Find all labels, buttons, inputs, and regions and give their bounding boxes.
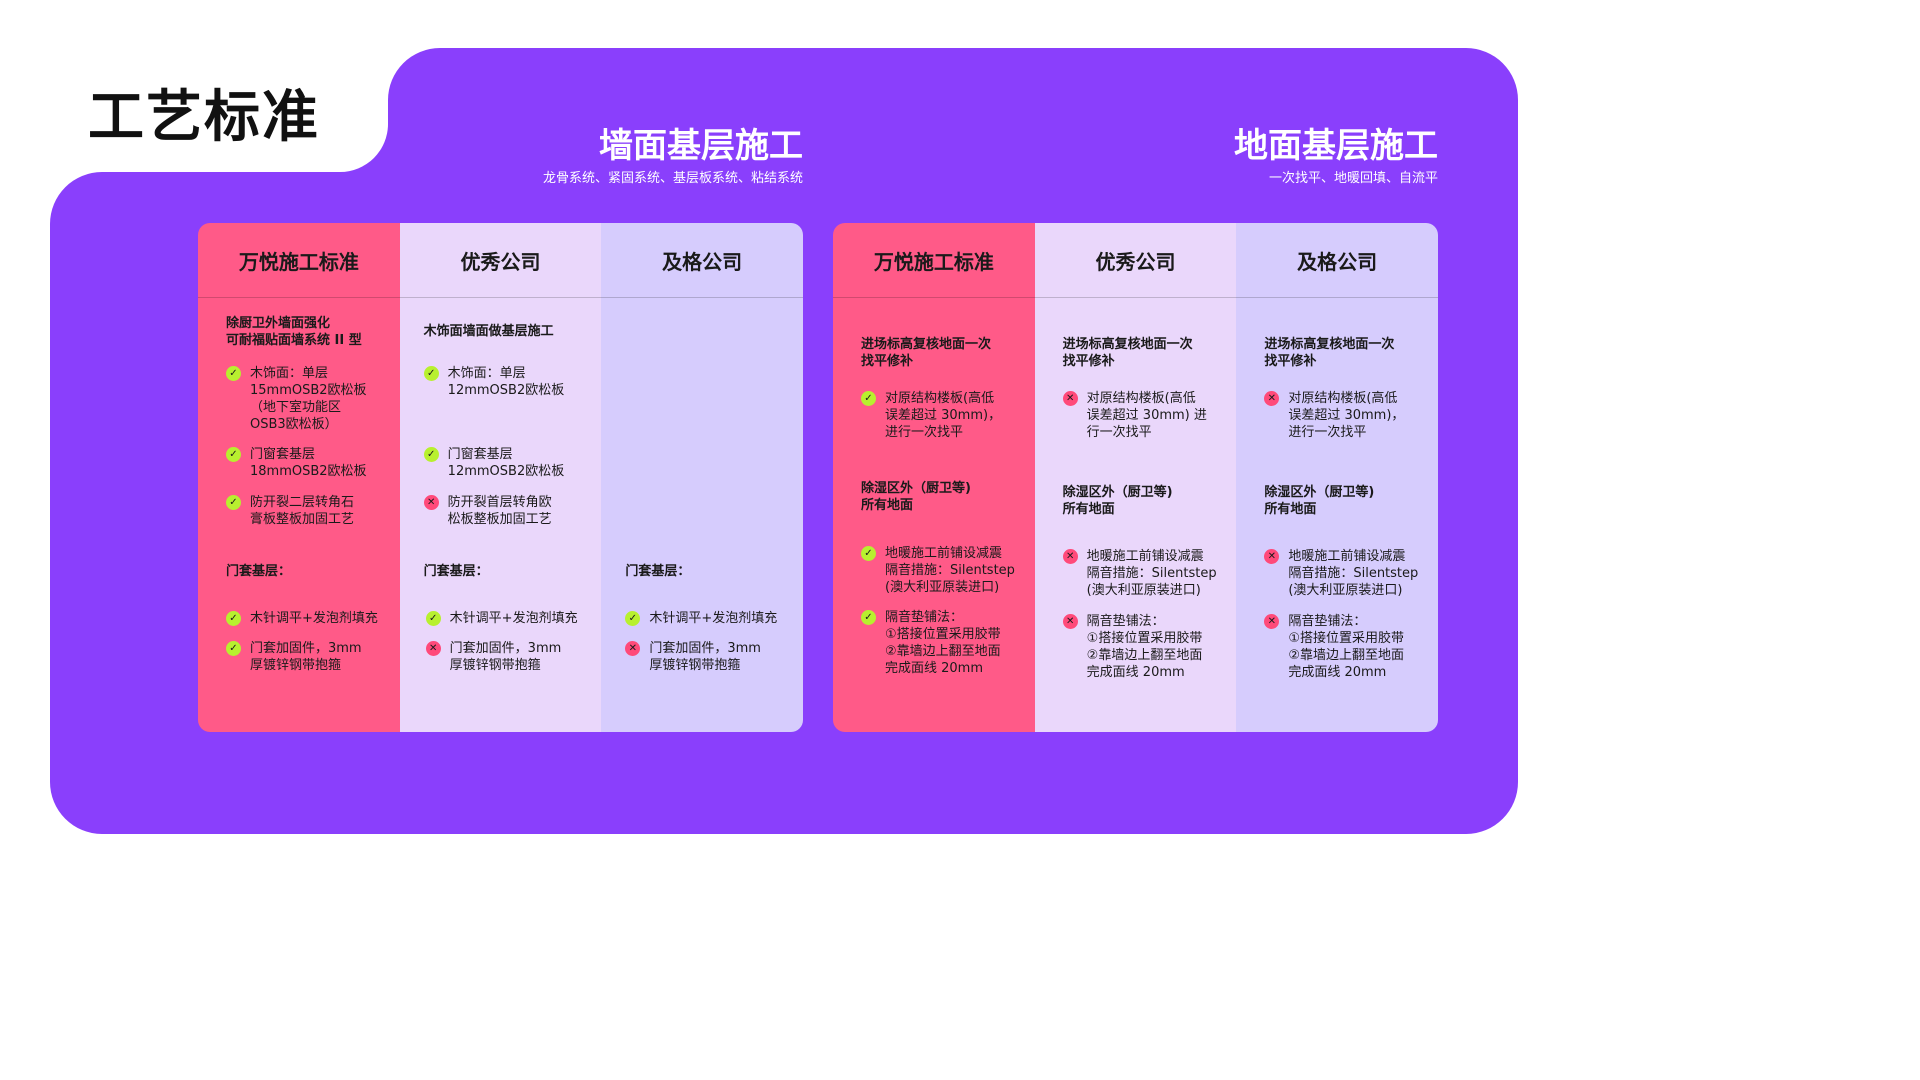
col-header: 万悦施工标准 bbox=[198, 223, 400, 298]
check-icon: ✓ bbox=[226, 611, 241, 626]
list-item: ✕ 地暖施工前铺设减震 隔音措施：Silentstep (澳大利亚原装进口) bbox=[1264, 548, 1428, 599]
list-item: ✓ 木针调平+发泡剂填充 bbox=[226, 610, 390, 627]
check-icon: ✓ bbox=[861, 391, 876, 406]
item-text: 防开裂二层转角石 膏板整板加固工艺 bbox=[250, 495, 355, 527]
list-item: ✓ 防开裂二层转角石 膏板整板加固工艺 bbox=[226, 494, 390, 528]
floor-section-title: 地面基层施工 bbox=[1234, 126, 1438, 166]
wall-section-subtitle: 龙骨系统、紧固系统、基层板系统、粘结系统 bbox=[542, 171, 803, 186]
item-text: 木针调平+发泡剂填充 bbox=[649, 611, 778, 626]
item-text: 隔音垫铺法： ①搭接位置采用胶带 ②靠墙边上翻至地面 完成面线 20mm bbox=[1086, 614, 1203, 680]
section-heading: 进场标高复核地面一次 找平修补 bbox=[1264, 337, 1395, 369]
wall-col-pass: 及格公司 门套基层： ✓ 木针调平+发泡剂填充 ✕ 门套加固件，3mm 厚镀锌钢… bbox=[601, 223, 803, 732]
wall-col-good: 优秀公司 木饰面墙面做基层施工 ✓ 木饰面：单层 12mmOSB2欧松板 ✓ 门… bbox=[399, 223, 602, 732]
section-heading: 除湿区外（厨卫等) 所有地面 bbox=[861, 481, 971, 513]
col-header: 优秀公司 bbox=[399, 223, 602, 298]
cross-icon: ✕ bbox=[1264, 391, 1280, 406]
item-text: 木针调平+发泡剂填充 bbox=[250, 611, 378, 626]
floor-col-pass: 及格公司 进场标高复核地面一次 找平修补 ✕ 对原结构楼板(高低 误差超过 30… bbox=[1236, 223, 1438, 732]
cross-icon: ✕ bbox=[425, 641, 441, 656]
col-header: 万悦施工标准 bbox=[833, 223, 1035, 298]
col-header: 及格公司 bbox=[601, 223, 803, 298]
check-icon: ✓ bbox=[226, 366, 241, 381]
check-icon: ✓ bbox=[861, 610, 876, 625]
list-item: ✕ 防开裂首层转角欧 松板整板加固工艺 bbox=[423, 494, 592, 528]
door-label: 门套基层： bbox=[423, 564, 489, 579]
list-item: ✕ 门套加固件，3mm 厚镀锌钢带抱箍 bbox=[625, 640, 793, 674]
floor-section-subtitle: 一次找平、地暖回填、自流平 bbox=[1268, 171, 1438, 186]
item-text: 门套加固件，3mm 厚镀锌钢带抱箍 bbox=[649, 641, 761, 673]
list-item: ✓ 门窗套基层 18mmOSB2欧松板 bbox=[226, 446, 390, 480]
check-icon: ✓ bbox=[423, 447, 439, 462]
item-text: 门窗套基层 18mmOSB2欧松板 bbox=[250, 447, 367, 479]
item-text: 木饰面：单层 12mmOSB2欧松板 bbox=[447, 366, 565, 398]
check-icon: ✓ bbox=[423, 366, 439, 381]
cross-icon: ✕ bbox=[625, 641, 641, 656]
col-header: 及格公司 bbox=[1236, 223, 1438, 298]
wall-section-header: 墙面基层施工 龙骨系统、紧固系统、基层板系统、粘结系统 bbox=[543, 124, 803, 188]
check-icon: ✓ bbox=[425, 611, 441, 626]
list-item: ✓ 对原结构楼板(高低 误差超过 30mm)， 进行一次找平 bbox=[861, 390, 1025, 441]
list-item: ✓ 地暖施工前铺设减震 隔音措施：Silentstep (澳大利亚原装进口) bbox=[861, 545, 1025, 596]
section-heading: 进场标高复核地面一次 找平修补 bbox=[1062, 337, 1193, 369]
item-text: 隔音垫铺法： ①搭接位置采用胶带 ②靠墙边上翻至地面 完成面线 20mm bbox=[1288, 614, 1404, 680]
list-item: ✕ 对原结构楼板(高低 误差超过 30mm) 进 行一次找平 bbox=[1062, 390, 1227, 441]
item-text: 地暖施工前铺设减震 隔音措施：Silentstep (澳大利亚原装进口) bbox=[1288, 549, 1419, 598]
wall-section-title: 墙面基层施工 bbox=[599, 126, 803, 166]
list-item: ✓ 门套加固件，3mm 厚镀锌钢带抱箍 bbox=[226, 640, 390, 674]
col-header: 优秀公司 bbox=[1034, 223, 1237, 298]
item-text: 木针调平+发泡剂填充 bbox=[449, 611, 578, 626]
list-item: ✓ 隔音垫铺法： ①搭接位置采用胶带 ②靠墙边上翻至地面 完成面线 20mm bbox=[861, 609, 1025, 677]
check-icon: ✓ bbox=[226, 495, 241, 510]
section-heading: 除湿区外（厨卫等) 所有地面 bbox=[1062, 485, 1173, 517]
floor-col-wanyue: 万悦施工标准 进场标高复核地面一次 找平修补 ✓ 对原结构楼板(高低 误差超过 … bbox=[833, 223, 1035, 732]
section-heading: 除厨卫外墙面强化 可耐福贴面墙系统 II 型 bbox=[226, 316, 362, 348]
item-text: 防开裂首层转角欧 松板整板加固工艺 bbox=[447, 495, 552, 527]
list-item: ✓ 木针调平+发泡剂填充 bbox=[625, 610, 793, 627]
check-icon: ✓ bbox=[625, 611, 641, 626]
list-item: ✕ 对原结构楼板(高低 误差超过 30mm)， 进行一次找平 bbox=[1264, 390, 1428, 441]
cross-icon: ✕ bbox=[1062, 549, 1078, 564]
list-item: ✓ 木针调平+发泡剂填充 bbox=[425, 610, 592, 627]
item-text: 对原结构楼板(高低 误差超过 30mm) 进 行一次找平 bbox=[1086, 391, 1207, 440]
page-title: 工艺标准 bbox=[88, 85, 320, 150]
list-item: ✕ 地暖施工前铺设减震 隔音措施：Silentstep (澳大利亚原装进口) bbox=[1062, 548, 1227, 599]
cross-icon: ✕ bbox=[1264, 614, 1280, 629]
wall-comparison-table: 万悦施工标准 除厨卫外墙面强化 可耐福贴面墙系统 II 型 ✓ 木饰面：单层 1… bbox=[198, 223, 803, 732]
item-text: 木饰面：单层 15mmOSB2欧松板 （地下室功能区 OSB3欧松板） bbox=[250, 366, 367, 432]
item-text: 门窗套基层 12mmOSB2欧松板 bbox=[447, 447, 565, 479]
item-text: 对原结构楼板(高低 误差超过 30mm)， 进行一次找平 bbox=[1288, 391, 1405, 440]
floor-comparison-table: 万悦施工标准 进场标高复核地面一次 找平修补 ✓ 对原结构楼板(高低 误差超过 … bbox=[833, 223, 1438, 732]
floor-col-good: 优秀公司 进场标高复核地面一次 找平修补 ✕ 对原结构楼板(高低 误差超过 30… bbox=[1034, 223, 1237, 732]
door-label: 门套基层： bbox=[226, 564, 292, 579]
item-text: 地暖施工前铺设减震 隔音措施：Silentstep (澳大利亚原装进口) bbox=[1086, 549, 1217, 598]
section-heading: 木饰面墙面做基层施工 bbox=[423, 324, 554, 339]
item-text: 门套加固件，3mm 厚镀锌钢带抱箍 bbox=[449, 641, 562, 673]
list-item: ✓ 木饰面：单层 12mmOSB2欧松板 bbox=[423, 365, 592, 399]
check-icon: ✓ bbox=[861, 546, 876, 561]
list-item: ✓ 木饰面：单层 15mmOSB2欧松板 （地下室功能区 OSB3欧松板） bbox=[226, 365, 390, 433]
item-text: 地暖施工前铺设减震 隔音措施：Silentstep (澳大利亚原装进口) bbox=[885, 546, 1015, 595]
item-text: 对原结构楼板(高低 误差超过 30mm)， 进行一次找平 bbox=[885, 391, 1002, 440]
list-item: ✕ 隔音垫铺法： ①搭接位置采用胶带 ②靠墙边上翻至地面 完成面线 20mm bbox=[1062, 613, 1227, 681]
item-text: 门套加固件，3mm 厚镀锌钢带抱箍 bbox=[250, 641, 362, 673]
cross-icon: ✕ bbox=[1264, 549, 1280, 564]
check-icon: ✓ bbox=[226, 641, 241, 656]
list-item: ✓ 门窗套基层 12mmOSB2欧松板 bbox=[423, 446, 592, 480]
floor-section-header: 地面基层施工 一次找平、地暖回填、自流平 bbox=[1234, 124, 1438, 188]
item-text: 隔音垫铺法： ①搭接位置采用胶带 ②靠墙边上翻至地面 完成面线 20mm bbox=[885, 610, 1001, 676]
section-heading: 进场标高复核地面一次 找平修补 bbox=[861, 337, 992, 369]
check-icon: ✓ bbox=[226, 447, 241, 462]
cross-icon: ✕ bbox=[1062, 614, 1078, 629]
list-item: ✕ 隔音垫铺法： ①搭接位置采用胶带 ②靠墙边上翻至地面 完成面线 20mm bbox=[1264, 613, 1428, 681]
list-item: ✕ 门套加固件，3mm 厚镀锌钢带抱箍 bbox=[425, 640, 592, 674]
section-heading: 除湿区外（厨卫等) 所有地面 bbox=[1264, 485, 1375, 517]
door-label: 门套基层： bbox=[625, 564, 691, 579]
wall-col-wanyue: 万悦施工标准 除厨卫外墙面强化 可耐福贴面墙系统 II 型 ✓ 木饰面：单层 1… bbox=[198, 223, 400, 732]
cross-icon: ✕ bbox=[423, 495, 439, 510]
cross-icon: ✕ bbox=[1062, 391, 1078, 406]
